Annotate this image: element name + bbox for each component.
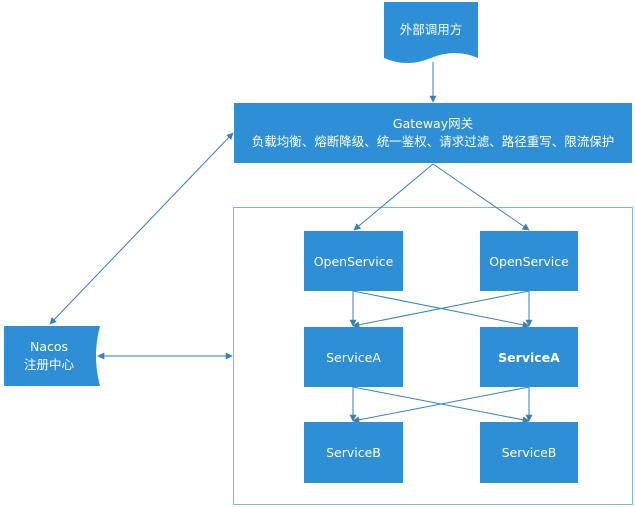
gateway-to-open-right-arrow: [432, 163, 530, 231]
registry-name: Nacos: [29, 339, 69, 354]
open-service-left: OpenService: [304, 231, 403, 291]
open-right-to-a-left-arrow: [352, 290, 530, 329]
registry-gateway-arrow: [49, 132, 234, 325]
service-a-left: ServiceA: [304, 327, 403, 387]
registry-shape: [4, 326, 100, 386]
gateway-title: Gateway网关: [392, 116, 474, 131]
open-service-right: OpenService: [480, 231, 578, 291]
service-b-left: ServiceB: [304, 422, 403, 483]
service-b-right: ServiceB: [480, 422, 578, 483]
service-a-right: ServiceA: [480, 327, 578, 387]
registry-subtitle: 注册中心: [23, 357, 74, 372]
gateway-features: 负载均衡、熔断降级、统一鉴权、请求过滤、路径重写、限流保护: [251, 134, 615, 149]
external-caller-label: 外部调用方: [399, 22, 463, 37]
external-caller-shape: [384, 2, 478, 63]
a-right-to-b-left-arrow: [352, 386, 530, 424]
gateway-to-open-left-arrow: [353, 163, 434, 231]
service-cluster-frame: [233, 207, 633, 505]
gateway-box: Gateway网关 负载均衡、熔断降级、统一鉴权、请求过滤、路径重写、限流保护: [234, 103, 632, 163]
